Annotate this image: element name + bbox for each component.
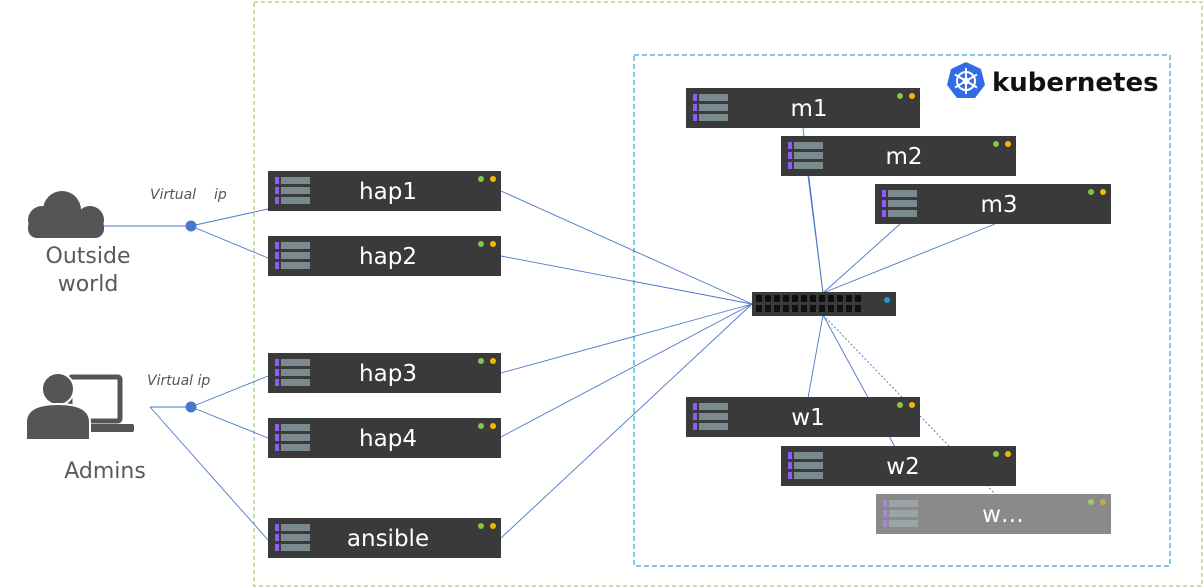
link-vip-hap4 — [190, 406, 269, 439]
network-switch-icon — [752, 292, 896, 316]
server-drive-bays — [275, 177, 310, 204]
server-m2: m2 — [781, 136, 1016, 176]
link-m2-switch — [807, 175, 824, 294]
server-label-hap4: hap4 — [359, 426, 417, 452]
server-label-m1: m1 — [790, 96, 827, 122]
link-m3b-switch — [822, 223, 996, 294]
server-hap2: hap2 — [268, 236, 501, 276]
outside-world-label-1: Outside — [46, 244, 131, 269]
server-drive-bays — [788, 142, 823, 169]
admins-label: Admins — [64, 459, 146, 484]
server-hap1: hap1 — [268, 171, 501, 211]
server-drive-bays — [275, 242, 310, 269]
server-drive-bays — [275, 424, 310, 451]
kubernetes-wordmark: kubernetes — [992, 68, 1159, 98]
server-label-ansible: ansible — [347, 526, 429, 552]
server-drive-bays — [275, 524, 310, 551]
server-label-w1: w1 — [791, 405, 824, 431]
server-wmore: w… — [876, 494, 1111, 534]
link-admins-ansible — [149, 406, 269, 541]
vip-admin-label: Virtual ip — [147, 373, 210, 389]
infrastructure-boundary — [253, 1, 1203, 587]
server-drive-bays — [883, 500, 918, 527]
server-m1: m1 — [686, 88, 920, 128]
server-label-hap2: hap2 — [359, 244, 417, 270]
server-label-m3: m3 — [980, 192, 1017, 218]
server-label-hap3: hap3 — [359, 361, 417, 387]
cloud-icon — [28, 191, 104, 238]
link-w1-switch — [807, 314, 824, 399]
server-label-wmore: w… — [982, 502, 1024, 528]
link-hap1-switch — [500, 190, 753, 305]
link-hap4-switch — [500, 303, 753, 438]
server-drive-bays — [882, 190, 917, 217]
link-ansible-switch — [500, 303, 753, 539]
kubernetes-helm-icon — [947, 62, 985, 98]
server-m3: m3 — [875, 184, 1111, 224]
server-w2: w2 — [781, 446, 1016, 486]
server-ansible: ansible — [268, 518, 501, 558]
connection-lines — [92, 127, 996, 541]
link-vip-hap3 — [190, 375, 269, 408]
server-label-m2: m2 — [885, 144, 922, 170]
server-drive-bays — [693, 94, 728, 121]
server-hap3: hap3 — [268, 353, 501, 393]
link-hap2-switch — [500, 255, 753, 305]
server-label-w2: w2 — [886, 454, 919, 480]
vip-outside-label-1: Virtual — [150, 187, 196, 203]
virtual-ip-node-outside — [185, 220, 197, 232]
server-w1: w1 — [686, 397, 920, 437]
vip-outside-label-2: ip — [214, 187, 227, 203]
link-hap3-switch — [500, 303, 753, 374]
link-vip-hap1 — [190, 208, 269, 227]
kubernetes-cluster-boundary — [633, 54, 1171, 567]
server-label-hap1: hap1 — [359, 179, 417, 205]
link-m3-switch — [822, 223, 901, 294]
server-drive-bays — [788, 452, 823, 479]
admin-workstation-icon — [25, 372, 134, 441]
link-vip-hap2 — [190, 225, 269, 259]
virtual-ip-node-admin — [185, 401, 197, 413]
server-hap4: hap4 — [268, 418, 501, 458]
server-drive-bays — [275, 359, 310, 386]
outside-world-label-2: world — [58, 272, 119, 297]
server-drive-bays — [693, 403, 728, 430]
